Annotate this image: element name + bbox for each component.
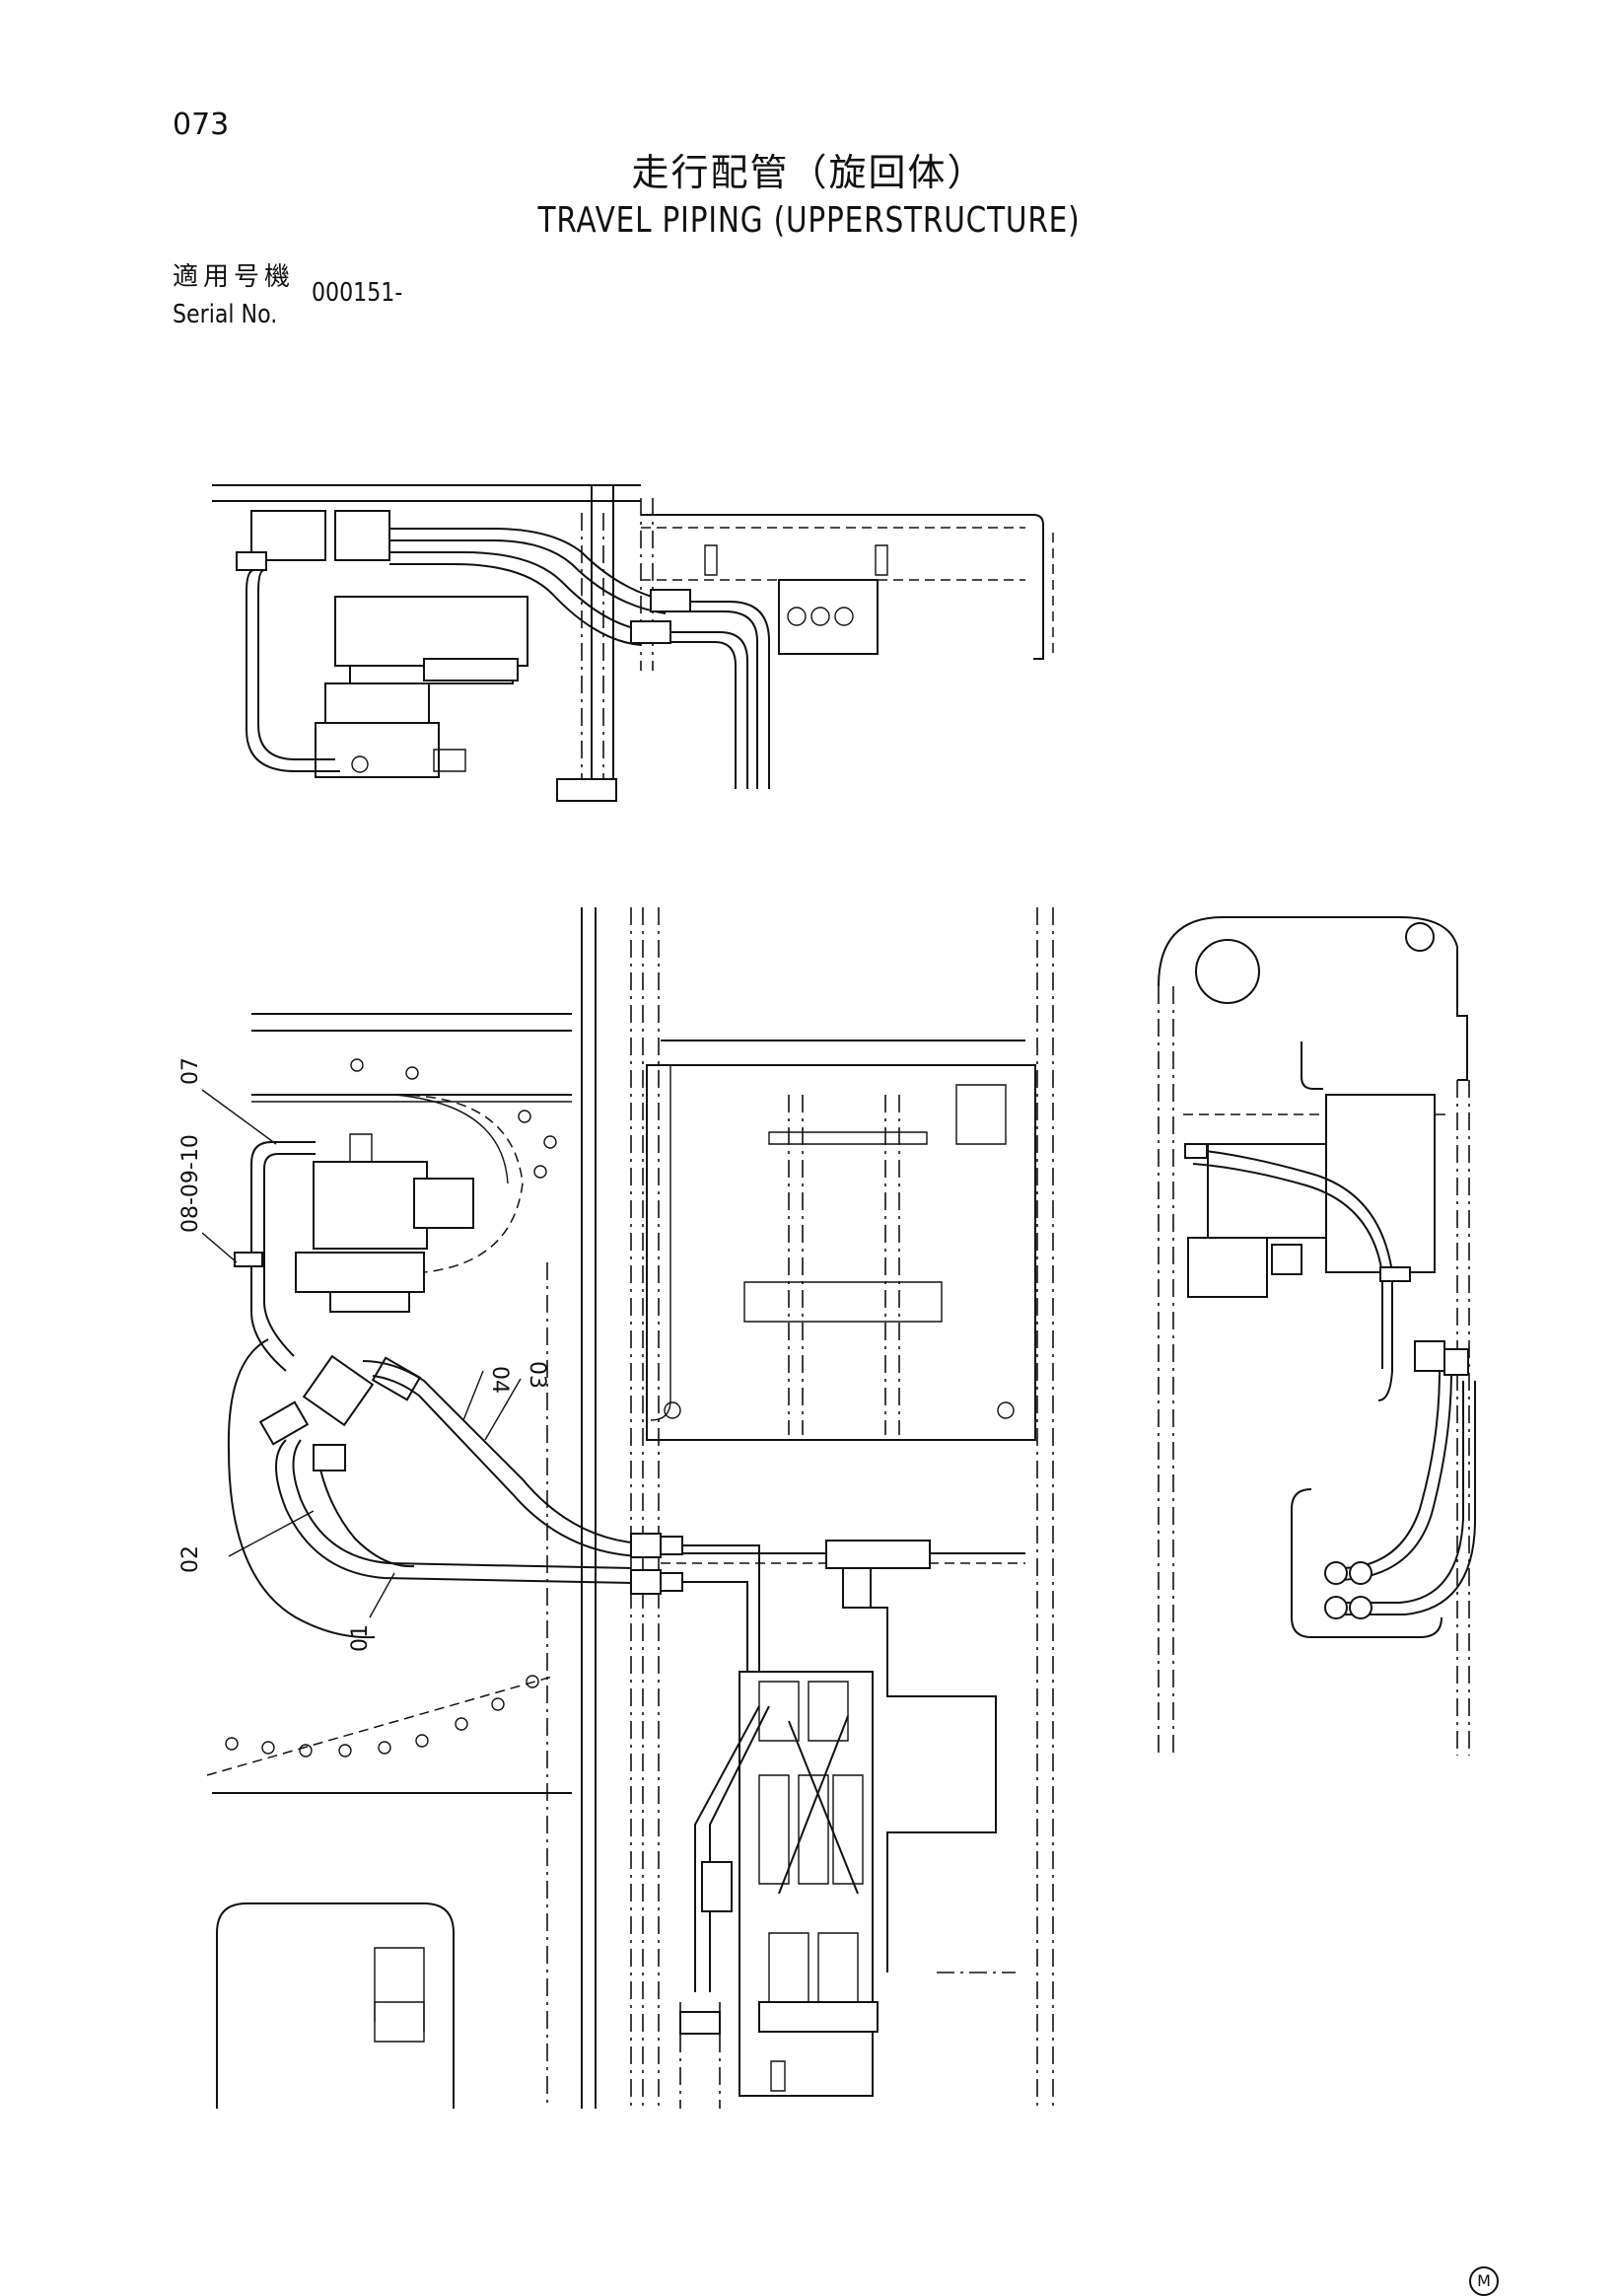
top-view — [212, 485, 1053, 801]
callout-07: 07 — [178, 1057, 203, 1085]
callout-02: 02 — [178, 1545, 203, 1573]
page-number: 073 — [173, 108, 230, 142]
title-japanese: 走行配管（旋回体） — [631, 151, 987, 194]
plan-view — [207, 907, 1053, 2109]
serial-label-english: Serial No. — [173, 300, 278, 329]
callouts: 07 08-09-10 02 01 04 03 — [178, 1057, 549, 1652]
callout-03: 03 — [525, 1361, 549, 1389]
callout-01: 01 — [348, 1624, 373, 1652]
serial-label-japanese: 適用号機 — [173, 262, 296, 292]
callout-08-09-10: 08-09-10 — [178, 1134, 203, 1233]
serial-number-value: 000151- — [312, 278, 403, 308]
side-view — [1159, 917, 1475, 1756]
manufacturer-mark: M — [1469, 2266, 1499, 2296]
callout-04: 04 — [487, 1366, 512, 1394]
title-english: TRAVEL PIPING (UPPERSTRUCTURE) — [537, 200, 1081, 241]
